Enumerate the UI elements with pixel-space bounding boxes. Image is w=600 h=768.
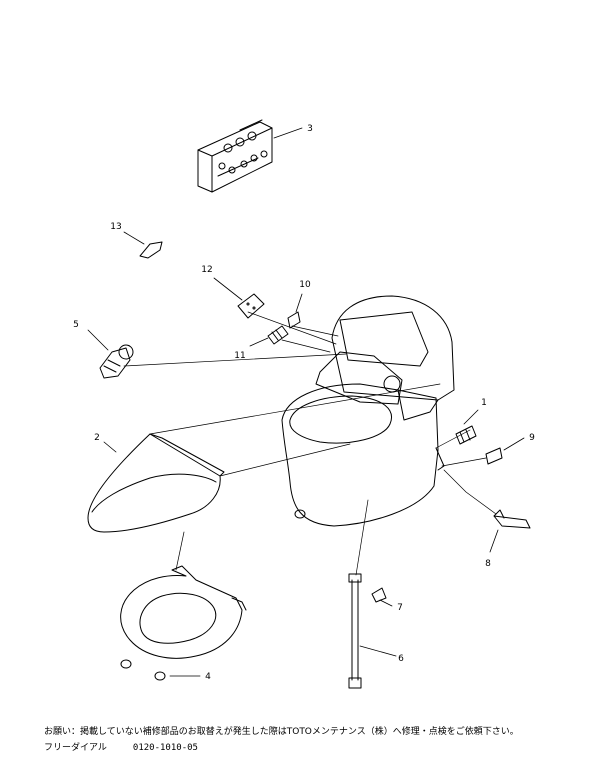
free-dial-label: フリーダイアル [44, 743, 107, 753]
remote-control-panel [197, 119, 273, 193]
callout-4: 4 [205, 672, 211, 682]
small-handle-part [139, 241, 163, 259]
water-supply-hose [348, 573, 362, 689]
free-dial-line: フリーダイアル 0120-1010-05 [44, 742, 198, 754]
callout-11: 11 [234, 351, 245, 361]
screw-part-10 [287, 311, 301, 329]
callout-13: 13 [110, 222, 121, 232]
callout-1: 1 [481, 398, 487, 408]
callout-5: 5 [73, 320, 79, 330]
leader-lines [87, 127, 525, 677]
toilet-lid [87, 433, 225, 533]
callout-3: 3 [307, 124, 313, 134]
small-fitting-part [371, 587, 387, 603]
toilet-body [281, 295, 455, 527]
fitting-part-11 [267, 325, 289, 345]
callout-6: 6 [398, 654, 404, 664]
callout-2: 2 [94, 433, 100, 443]
free-dial-number: 0120-1010-05 [132, 743, 198, 753]
sensor-cover-part [485, 447, 503, 465]
side-switch-part [455, 425, 477, 445]
callout-7: 7 [397, 603, 403, 613]
toilet-seat-ring [120, 565, 247, 681]
callout-8: 8 [485, 559, 491, 569]
assembly-guide-lines [123, 311, 497, 576]
callout-9: 9 [529, 433, 535, 443]
maintenance-notice: お願い：掲載していない補修部品のお取替えが発生した際はTOTOメンテナンス（株）… [44, 727, 519, 737]
bracket-part [493, 509, 531, 529]
gasket-plate [237, 293, 265, 319]
callout-12: 12 [201, 265, 212, 275]
stop-valve [99, 344, 134, 379]
callout-10: 10 [299, 280, 311, 290]
